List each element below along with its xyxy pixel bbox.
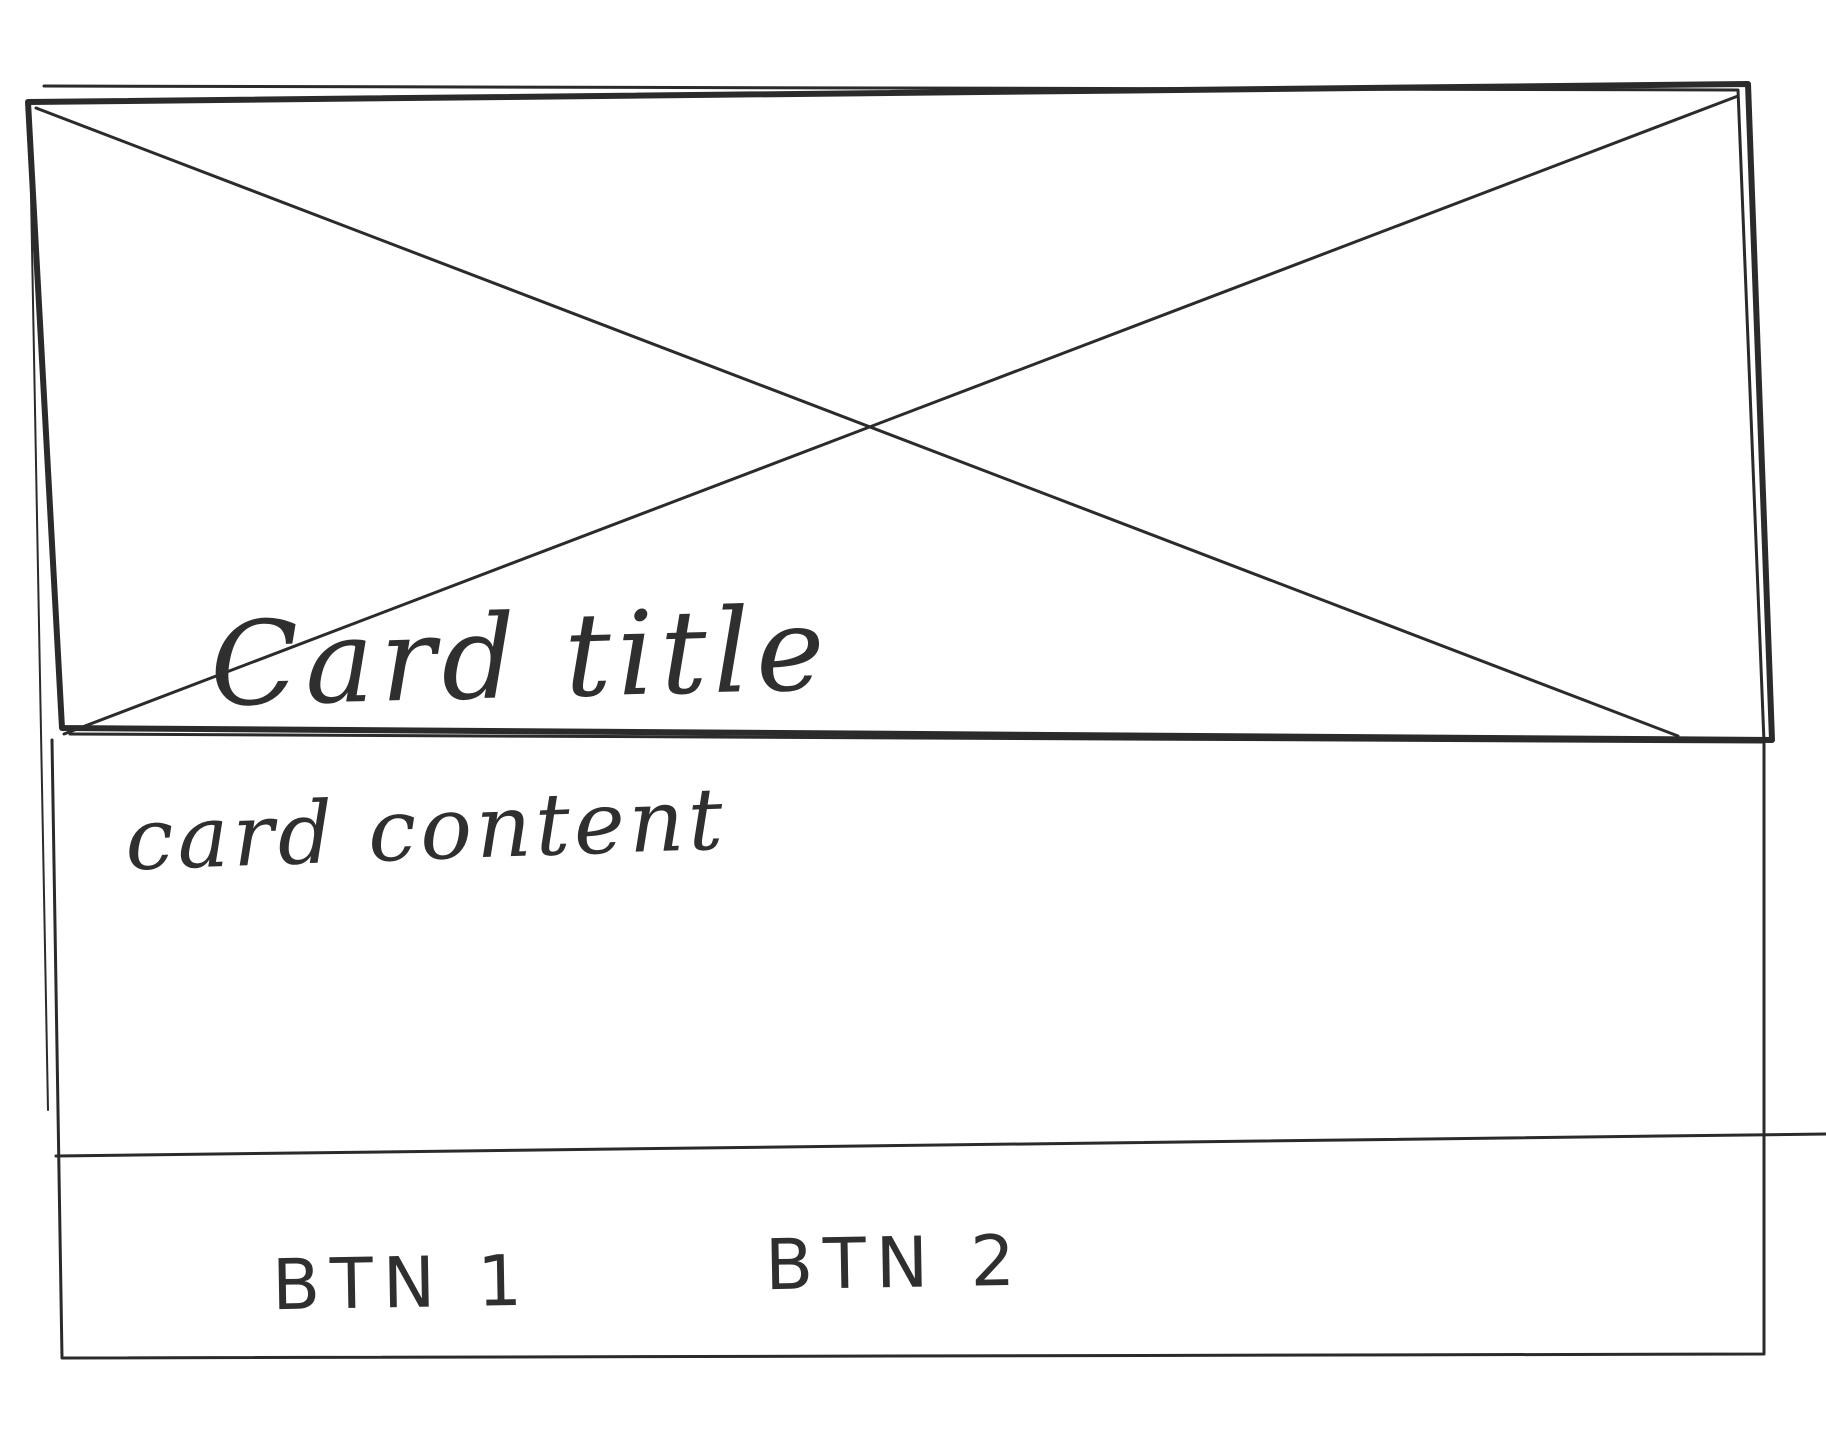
card-outline — [29, 139, 1766, 1360]
actions-divider — [54, 1132, 1826, 1158]
btn-1-button[interactable]: BTN 1 — [271, 1239, 533, 1327]
image-placeholder-box — [25, 81, 1775, 744]
btn-2-button[interactable]: BTN 2 — [764, 1219, 1026, 1307]
card-title: Card title — [208, 581, 833, 734]
card-content: card content — [123, 769, 729, 891]
image-placeholder-x-icon — [34, 94, 1740, 738]
